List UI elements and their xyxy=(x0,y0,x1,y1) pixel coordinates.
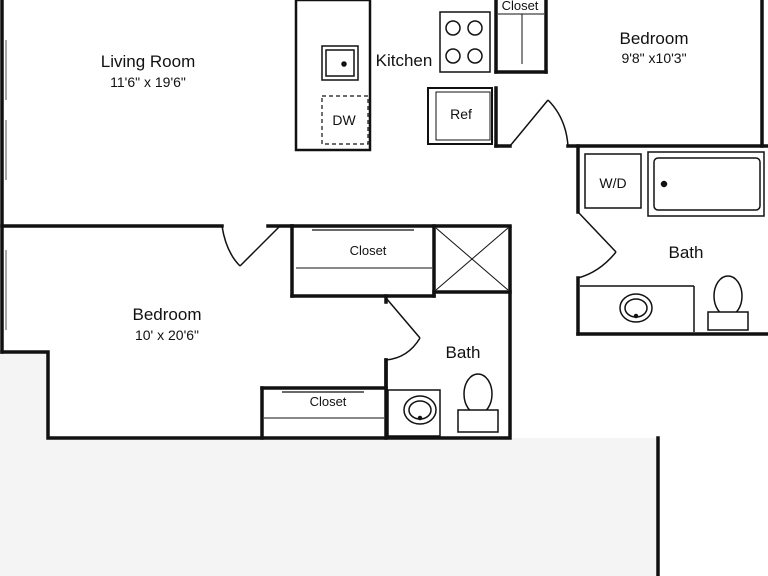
stove xyxy=(439,11,491,73)
bedroom1-dims: 9'8" x10'3" xyxy=(621,50,686,66)
bedroom2-dims: 10' x 20'6" xyxy=(135,327,199,343)
hall-closet-label: Closet xyxy=(350,243,387,258)
bathtub xyxy=(647,151,765,217)
kitchen-closet-label: Closet xyxy=(502,0,539,13)
bath2-name: Bath xyxy=(446,343,481,362)
kitchen-sink xyxy=(321,45,359,81)
linen-closet xyxy=(435,227,509,291)
bath1-name: Bath xyxy=(669,243,704,262)
bedroom-closet: Closet xyxy=(264,391,384,419)
washer-dryer: W/D xyxy=(584,153,642,209)
bedroom1-name: Bedroom xyxy=(620,29,689,48)
refrigerator-label: Ref xyxy=(450,106,472,122)
living-room-name: Living Room xyxy=(101,52,196,71)
refrigerator: Ref xyxy=(427,87,493,145)
bath2-toilet xyxy=(457,373,499,433)
doors xyxy=(221,99,617,361)
bedroom2-name: Bedroom xyxy=(133,305,202,324)
hall-closet: Closet xyxy=(296,229,432,269)
dishwasher-label: DW xyxy=(332,112,356,128)
bath1-toilet xyxy=(707,275,749,331)
dishwasher: DW xyxy=(321,95,369,145)
washer-dryer-label: W/D xyxy=(599,175,626,191)
exterior-area-right xyxy=(658,438,768,576)
bedroom-closet-label: Closet xyxy=(310,394,347,409)
living-room-dims: 11'6" x 19'6" xyxy=(110,74,186,90)
kitchen-closet: Closet xyxy=(498,0,544,64)
exterior-area xyxy=(0,352,658,576)
kitchen-name: Kitchen xyxy=(376,51,433,70)
bath1-vanity xyxy=(580,285,695,332)
bath2-vanity xyxy=(387,389,441,437)
